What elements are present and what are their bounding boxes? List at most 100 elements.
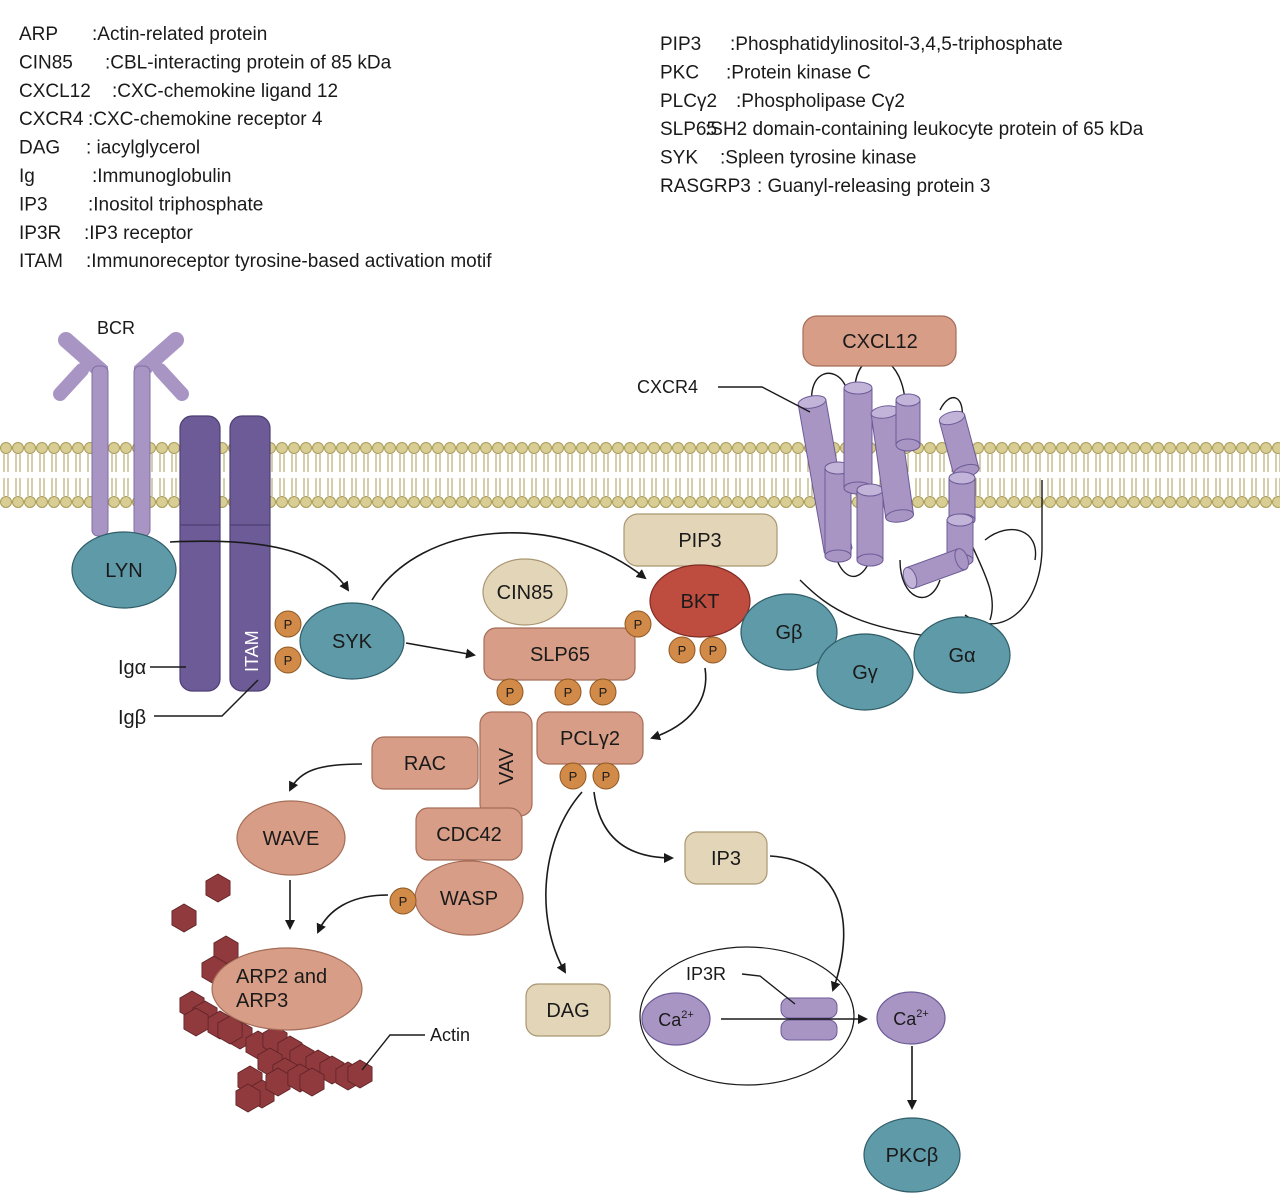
phospho-label: P	[506, 685, 515, 700]
cxcr4-helix	[856, 483, 884, 567]
pclg2-label: PCLγ2	[560, 728, 620, 750]
cin85-label: CIN85	[497, 582, 554, 604]
arrows	[169, 532, 917, 1110]
phospho-label: P	[284, 617, 293, 632]
ca-inside-node	[641, 992, 711, 1046]
cxcr4-loop-0	[810, 372, 846, 406]
bcr-receptor	[53, 332, 189, 537]
pip3-label: PIP3	[678, 530, 721, 552]
actin-monomer	[217, 1015, 243, 1045]
cxcr4-label: CXCR4	[637, 377, 698, 397]
legend-left-abbr-5: Ig	[19, 166, 35, 187]
pkcb-label: PKCβ	[886, 1145, 939, 1167]
phospho-p-icon	[624, 610, 652, 638]
phospho-p-icon	[592, 762, 620, 790]
wasp-label: WASP	[440, 888, 498, 910]
vav-label: VAV	[496, 747, 518, 785]
er-compartment	[639, 946, 855, 1086]
actin-monomer	[299, 1067, 325, 1097]
arrow-lyn-to-syk	[169, 540, 350, 592]
legend-left-desc-3: :CXC-chemokine receptor 4	[88, 109, 323, 130]
cdc42-node	[415, 807, 523, 861]
phospho-label: P	[709, 643, 718, 658]
arrow-pclg2-to-ip3	[593, 791, 674, 863]
actin-monomer	[347, 1059, 373, 1089]
arrow-ip3-to-ip3r	[769, 855, 845, 992]
g-beta-node	[740, 593, 838, 671]
phospho-p-icon	[554, 678, 582, 706]
ca-outside-label: Ca2+	[893, 1008, 929, 1029]
ip3-label: IP3	[711, 848, 741, 870]
slp65-node	[483, 627, 636, 681]
legend-left-desc-8: :Immunoreceptor tyrosine-based activatio…	[86, 251, 492, 272]
cxcr4-receptor	[797, 357, 1043, 641]
ip3-node	[684, 831, 768, 885]
ig-beta-label: Igβ	[118, 707, 146, 729]
phospho-p-icon	[274, 646, 302, 674]
legend-left-desc-4: : iacylglycerol	[86, 138, 200, 159]
g-alpha-label: Gα	[948, 645, 975, 667]
legend-right-abbr-4: SYK	[660, 148, 698, 169]
phospho-label: P	[564, 685, 573, 700]
arrow-syk-to-slp65	[405, 642, 476, 659]
lyn-label: LYN	[105, 560, 142, 582]
ip3r-label: IP3R	[686, 964, 726, 984]
legend-left-abbr-8: ITAM	[19, 251, 63, 272]
legend-left-abbr-6: IP3	[19, 194, 48, 215]
legend-left-abbr-4: DAG	[19, 138, 60, 159]
legend-right-desc-0: :Phosphatidylinositol-3,4,5-triphosphate	[730, 34, 1063, 55]
rac-node	[371, 736, 479, 790]
cxcr4-loop-7	[984, 529, 1037, 561]
ca-outside-node	[876, 991, 946, 1045]
phospho-label: P	[284, 653, 293, 668]
pclg2-node	[536, 711, 644, 765]
bkt-label: BKT	[681, 591, 720, 613]
phospho-p-icon	[699, 636, 727, 664]
actin-label: Actin	[430, 1025, 470, 1045]
dag-node	[525, 983, 611, 1037]
legend-right-abbr-2: PLCγ2	[660, 91, 717, 112]
ig-alpha-beta-chains	[179, 415, 271, 692]
phospho-p-icon	[589, 678, 617, 706]
cdc42-label: CDC42	[436, 824, 502, 846]
legend-right-abbr-3: SLP65	[660, 119, 717, 140]
phospho-label: P	[678, 643, 687, 658]
legend-left-desc-2: :CXC-chemokine ligand 12	[112, 81, 338, 102]
actin-filament	[171, 873, 373, 1113]
syk-node	[299, 602, 405, 680]
bcr-label: BCR	[97, 318, 135, 338]
lyn-node	[71, 531, 177, 609]
ig-alpha-label: Igα	[118, 657, 146, 679]
legend-right-abbr-1: PKC	[660, 62, 699, 83]
ca-inside-label: Ca2+	[658, 1009, 694, 1030]
phospho-label: P	[634, 617, 643, 632]
arp-node	[211, 947, 363, 1031]
cin85-node	[482, 558, 568, 626]
legend-left-abbr-2: CXCL12	[19, 81, 91, 102]
cxcr4-helix	[902, 548, 969, 590]
legend-right-desc-2: :Phospholipase Cγ2	[736, 91, 905, 112]
cxcr4-helix	[870, 405, 915, 523]
legend-left-abbr-7: IP3R	[19, 223, 61, 244]
actin-monomer	[235, 1083, 261, 1113]
phospho-label: P	[569, 769, 578, 784]
g-alpha-node	[913, 616, 1011, 694]
arrow-pclg2-to-dag	[545, 791, 583, 974]
legend-right-desc-1: :Protein kinase C	[726, 62, 871, 83]
legend-left-abbr-3: CXCR4	[19, 109, 84, 130]
legend-left-desc-1: :CBL-interacting protein of 85 kDa	[105, 52, 392, 73]
phospho-p-icon	[496, 678, 524, 706]
legend-left: ARP:Actin-related proteinCIN85:CBL-inter…	[19, 24, 492, 272]
actin-monomer	[171, 903, 197, 933]
legend-right-desc-5: : Guanyl-releasing protein 3	[757, 176, 990, 197]
g-beta-label: Gβ	[775, 622, 802, 644]
cxcr4-helix	[843, 381, 873, 495]
legend-right-abbr-0: PIP3	[660, 34, 701, 55]
legend-right: PIP3 :Phosphatidylinositol-3,4,5-triphosp…	[660, 34, 1144, 197]
cxcr4-loop-4	[899, 559, 941, 599]
legend-left-desc-6: :Inositol triphosphate	[88, 194, 263, 215]
actin-monomer	[183, 1007, 209, 1037]
actin-monomer	[205, 873, 231, 903]
